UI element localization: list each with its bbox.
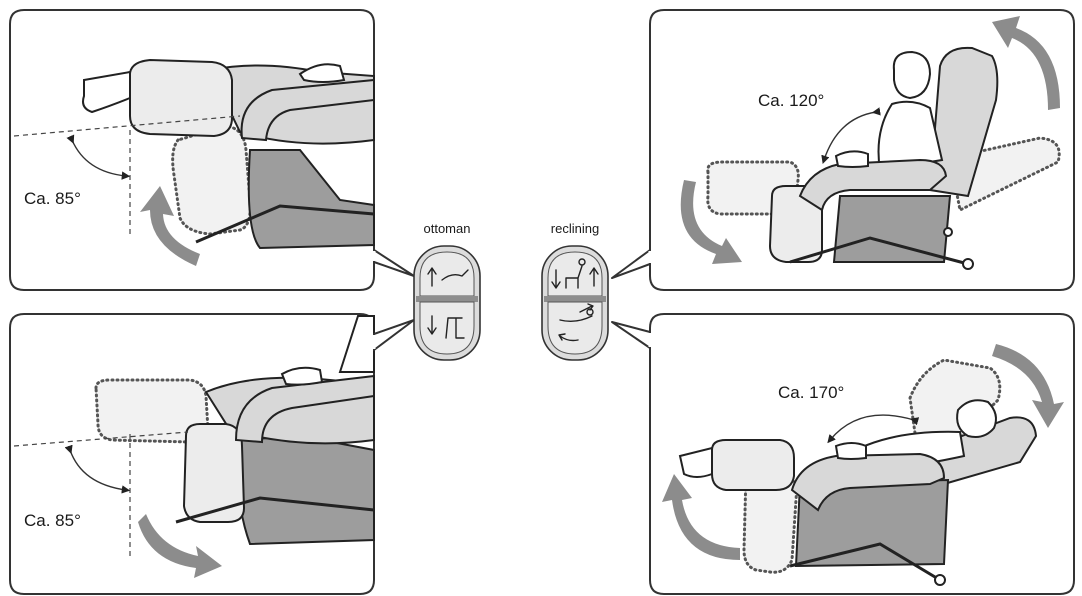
- rocker-divider: [544, 296, 606, 302]
- backrest-recline-icon: [558, 303, 594, 342]
- ottoman-raise-arrow: [662, 474, 740, 560]
- armrest: [234, 374, 375, 444]
- ottoman: [768, 185, 823, 263]
- feet: [678, 446, 713, 478]
- backrest-recline-arrow: [992, 344, 1064, 428]
- chair-base: [236, 434, 375, 546]
- panel-reclined-170: Ca. 170°: [649, 313, 1075, 595]
- chair-leg: [175, 496, 375, 524]
- leg-reference-line: [13, 431, 189, 447]
- rocker-divider: [416, 296, 478, 302]
- ottoman-down-button[interactable]: [419, 301, 475, 355]
- ottoman-previous-position: [171, 124, 252, 236]
- feet: [82, 70, 131, 114]
- backrest-raise-arrow: [992, 16, 1060, 110]
- occupant-head: [892, 50, 932, 100]
- callout-recline-up: [611, 249, 651, 279]
- chair-base: [247, 149, 375, 250]
- callout-ottoman-down: [373, 319, 415, 351]
- backrest: [928, 46, 999, 198]
- panel-ottoman-raised: Ca. 85°: [9, 9, 375, 291]
- hand: [280, 366, 324, 386]
- panel-reclined-120: Ca. 120°: [649, 9, 1075, 291]
- leg-reference-line: [13, 115, 241, 137]
- callout-recline-down: [611, 321, 651, 349]
- ottoman-lowered: [182, 423, 246, 523]
- lower-motion-arrow: [138, 514, 222, 578]
- angle-label: Ca. 85°: [24, 189, 81, 208]
- angle-label: Ca. 85°: [24, 511, 81, 530]
- hand: [834, 442, 867, 460]
- panel-ottoman-lowered: Ca. 85°: [9, 313, 375, 595]
- hand: [834, 150, 869, 168]
- recline-up-button[interactable]: [547, 251, 603, 297]
- chair-leg: [789, 236, 969, 266]
- caster-wheel: [943, 227, 953, 237]
- occupant-head: [956, 399, 997, 438]
- armrest: [798, 158, 948, 212]
- angle-label: Ca. 170°: [778, 383, 844, 402]
- reclining-label: reclining: [551, 221, 599, 236]
- angle-arc: [827, 414, 920, 444]
- hand: [298, 63, 346, 83]
- ottoman-up-button[interactable]: [419, 251, 475, 297]
- reclining-control: reclining: [541, 221, 609, 361]
- angle-label: Ca. 120°: [758, 91, 824, 110]
- angle-arc: [66, 134, 131, 180]
- ottoman-raise-icon: [427, 267, 469, 287]
- occupant-arm: [338, 315, 375, 373]
- ottoman-control: ottoman: [413, 221, 481, 361]
- raise-motion-arrow: [140, 186, 200, 266]
- armrest: [790, 452, 946, 512]
- recline-down-button[interactable]: [547, 301, 603, 355]
- backrest-raise-icon: [551, 258, 599, 289]
- chair-leg: [789, 542, 941, 582]
- callout-pointers: [372, 249, 652, 351]
- ottoman-lower-arrow: [680, 180, 742, 264]
- caster-wheel: [962, 258, 974, 270]
- angle-arc: [821, 107, 881, 164]
- angle-arc: [64, 444, 131, 494]
- chair-base: [832, 195, 952, 263]
- ottoman-previous-position: [742, 468, 798, 574]
- ottoman-lower-icon: [427, 315, 465, 339]
- ottoman-label: ottoman: [424, 221, 471, 236]
- chair-leg: [195, 204, 375, 244]
- callout-ottoman-up: [373, 249, 415, 277]
- ottoman-raised: [128, 58, 233, 138]
- ottoman-raised: [711, 439, 795, 491]
- caster-wheel: [934, 574, 946, 586]
- backrest-reclined: [928, 416, 1038, 486]
- armrest: [240, 78, 375, 142]
